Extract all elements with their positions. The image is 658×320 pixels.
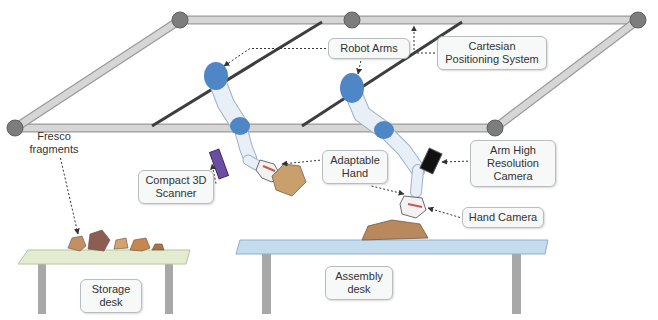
callout-text: Storage desk: [86, 283, 136, 309]
arm-camera: [420, 148, 442, 174]
leader-line: [282, 160, 320, 164]
held-fragment: [272, 164, 306, 196]
arm-joint: [374, 121, 394, 139]
frame-bar-outline: [180, 16, 638, 25]
desk-leg: [262, 252, 271, 314]
frame-bar-outline: [15, 124, 495, 133]
arm-joint: [340, 73, 364, 103]
storage-desk-top: [18, 250, 190, 264]
callout-box: Storage desk: [80, 279, 142, 313]
callout-text: Hand Camera: [468, 211, 538, 224]
leader-line: [224, 49, 326, 67]
hand-stripe: [263, 166, 275, 171]
frame-bar: [15, 125, 495, 132]
rail: [152, 22, 322, 126]
leader-line: [358, 61, 361, 74]
fresco-fragment: [114, 238, 128, 249]
fresco-fragment: [130, 238, 150, 251]
arm-joint: [230, 117, 250, 135]
leader-line: [414, 26, 435, 53]
callout-box: Assembly desk: [325, 266, 393, 300]
desk-leg: [38, 262, 46, 314]
callout-text: Compact 3D Scanner: [144, 174, 208, 200]
frame-joint: [172, 12, 188, 28]
adaptable-hand: [400, 196, 426, 218]
arm-joint: [204, 62, 228, 90]
callout-box: Arm High Resolution Camera: [470, 140, 556, 187]
frame-joint: [7, 120, 23, 136]
frame-joint: [344, 12, 360, 28]
frame-joint: [487, 120, 503, 136]
callout-box: Adaptable Hand: [322, 150, 388, 184]
callout-text: Robot Arms: [334, 42, 404, 55]
frame-bar: [15, 20, 180, 128]
desk-leg: [165, 262, 173, 314]
fresco-fragment: [362, 220, 428, 240]
arm-segment: [416, 170, 418, 192]
callout-text: Assembly desk: [331, 270, 387, 296]
hand-stripe: [408, 204, 422, 207]
fresco-fragment: [68, 236, 86, 251]
part-label: Fresco fragments: [22, 130, 86, 156]
callout-text: Cartesian Positioning System: [443, 40, 541, 66]
callout-text: Arm High Resolution Camera: [476, 144, 550, 183]
callout-box: Hand Camera: [462, 207, 544, 228]
desk-leg: [512, 252, 521, 314]
fresco-fragment: [88, 230, 110, 251]
assembly-desk-top: [236, 240, 548, 254]
frame-joint: [630, 12, 646, 28]
fresco-fragment: [152, 244, 164, 250]
callout-box: Compact 3D Scanner: [138, 170, 214, 204]
leader-line: [372, 186, 405, 194]
frame-bar-outline: [15, 20, 180, 128]
leader-line: [428, 208, 460, 218]
callout-box: Robot Arms: [328, 38, 410, 59]
leader-line: [60, 158, 78, 234]
callout-text: Adaptable Hand: [328, 154, 382, 180]
arm-segment-outline: [416, 170, 418, 192]
frame-bar: [180, 17, 638, 24]
leader-line: [442, 161, 468, 163]
callout-box: Cartesian Positioning System: [437, 36, 547, 70]
